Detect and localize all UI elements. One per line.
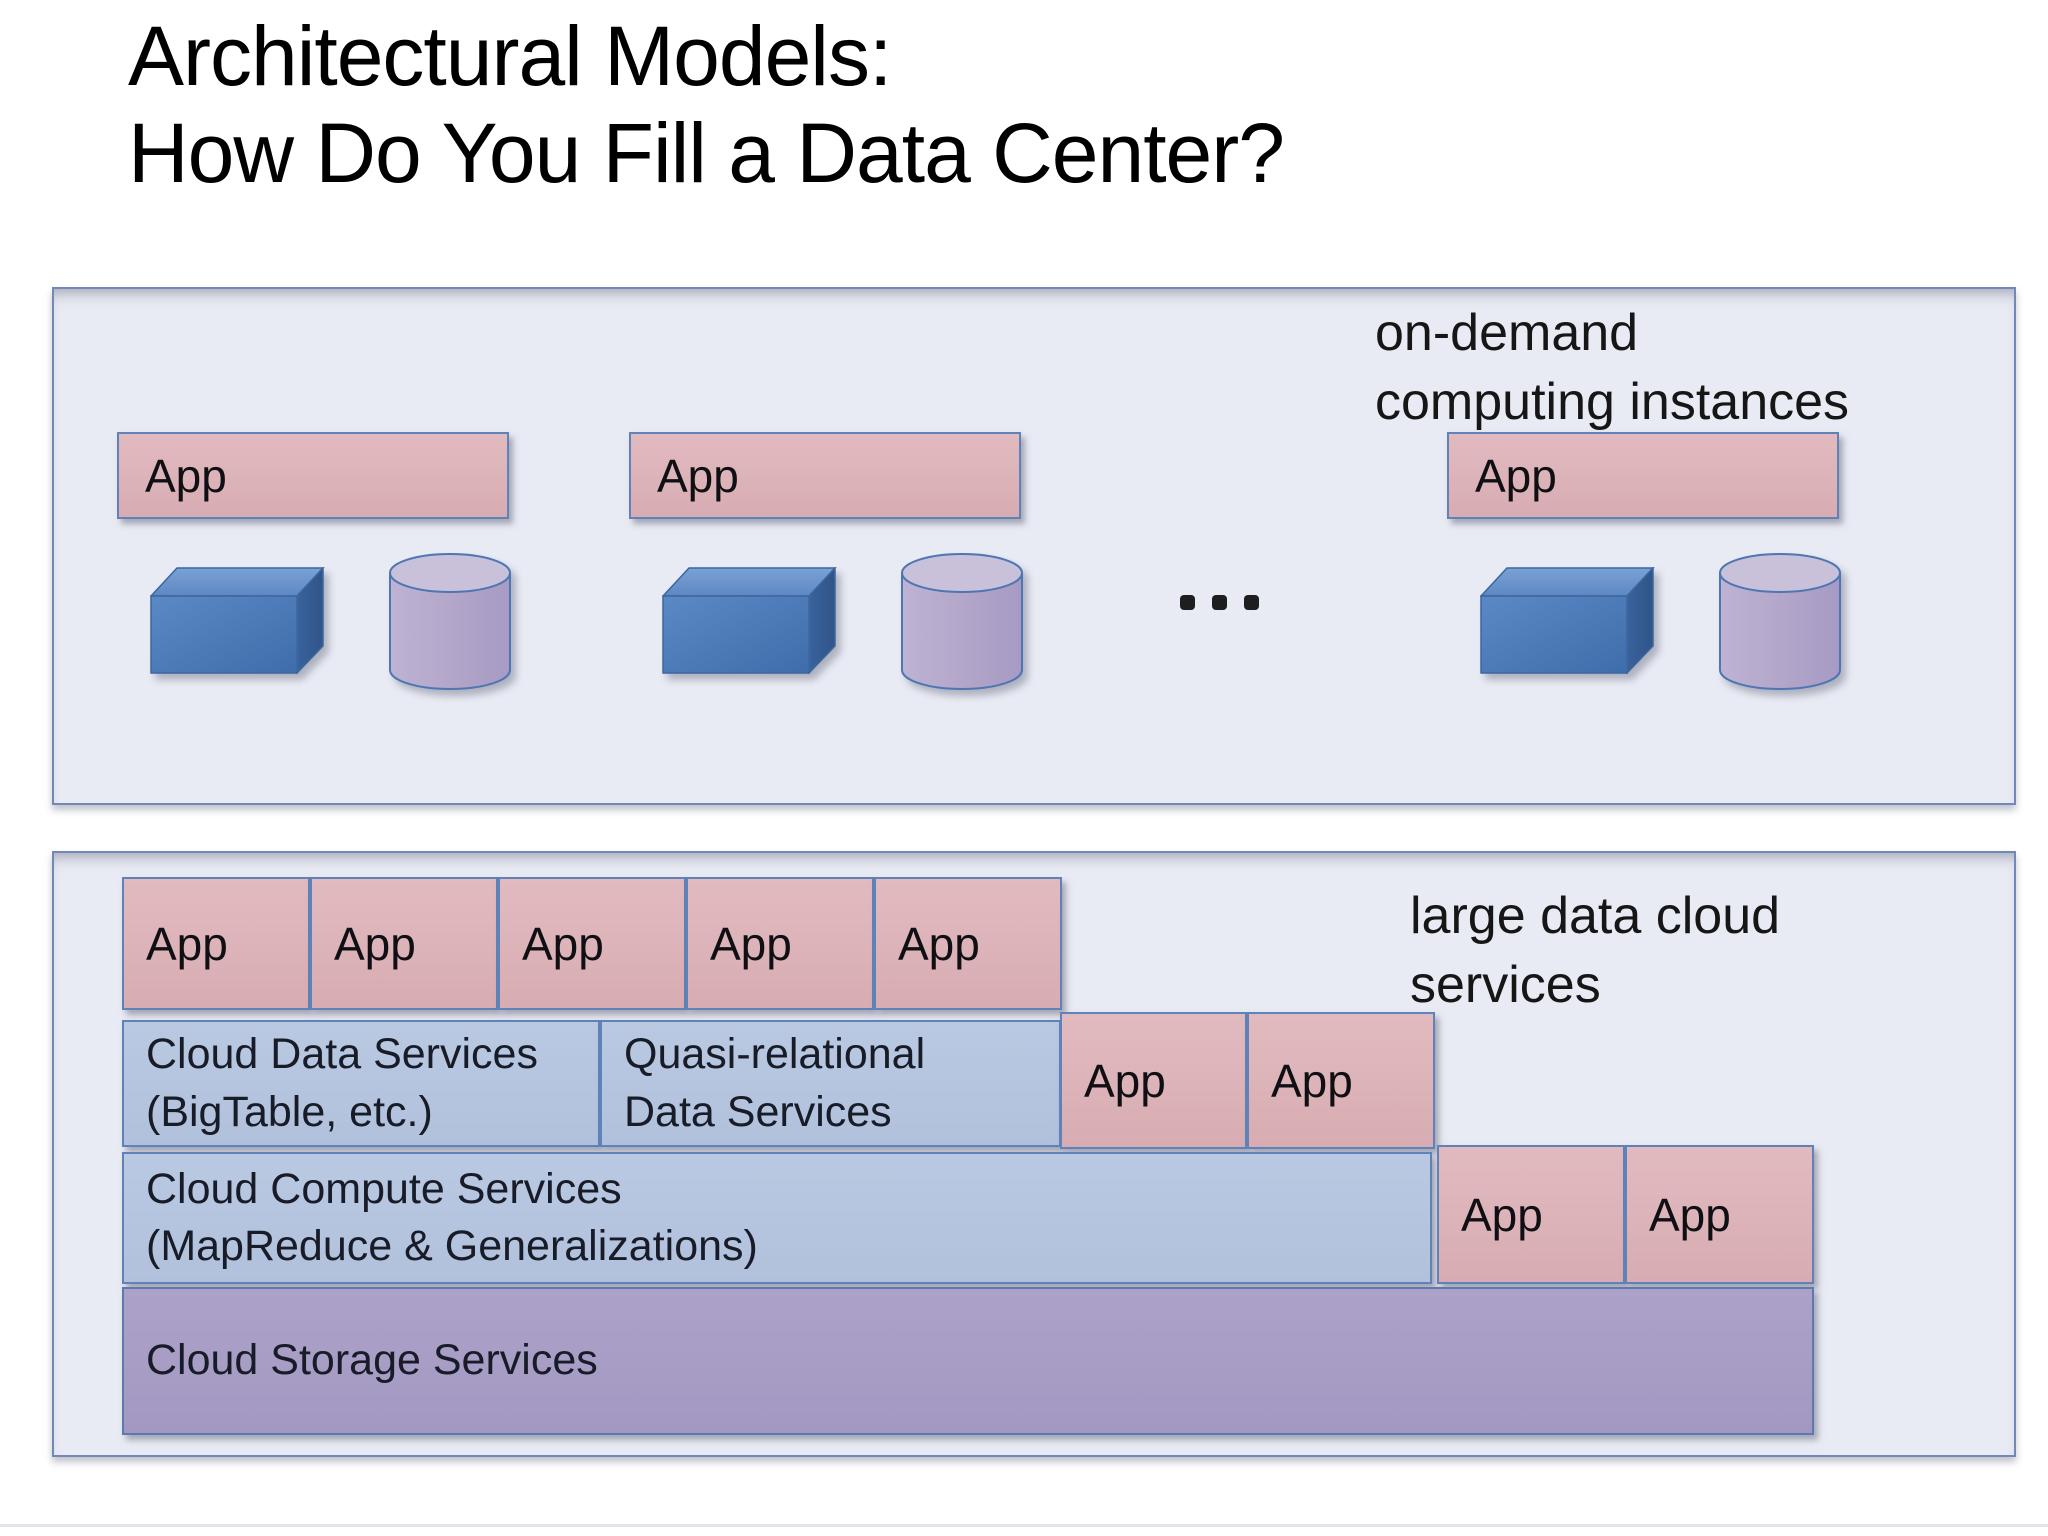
- app-label: App: [1461, 1188, 1543, 1241]
- annotation-line-2: computing instances: [1375, 372, 1850, 431]
- server-cube-icon: [150, 567, 325, 674]
- annotation-line-1: on-demand: [1375, 304, 1639, 362]
- app-label: App: [657, 449, 739, 502]
- ellipsis-dot: [1212, 595, 1227, 610]
- app-box: App: [874, 877, 1062, 1010]
- app-box: App: [122, 877, 310, 1010]
- storage-cylinder-icon: [1719, 553, 1841, 690]
- app-box: App: [1447, 432, 1839, 519]
- layer-label-line-2: (BigTable, etc.): [146, 1087, 433, 1136]
- app-box: App: [629, 432, 1021, 519]
- layer-cloud-data-services: Cloud Data Services (BigTable, etc.): [122, 1020, 600, 1147]
- app-box: App: [310, 877, 498, 1010]
- layer-label-line-1: Cloud Compute Services: [146, 1164, 622, 1213]
- slide-bottom-edge: [0, 1524, 2048, 1527]
- app-label: App: [334, 917, 416, 970]
- app-label: App: [1271, 1054, 1353, 1107]
- layer-label-line-2: (MapReduce & Generalizations): [146, 1222, 758, 1270]
- app-box: App: [1247, 1012, 1435, 1149]
- on-demand-annotation: on-demand computing instances: [1375, 299, 1849, 436]
- layer-cloud-compute-services: Cloud Compute Services (MapReduce & Gene…: [122, 1152, 1432, 1284]
- app-label: App: [1649, 1188, 1731, 1241]
- ellipsis-dot: [1180, 595, 1195, 610]
- server-cube-icon: [1480, 567, 1655, 674]
- app-label: App: [146, 917, 228, 970]
- app-box: App: [686, 877, 874, 1010]
- app-label: App: [898, 917, 980, 970]
- layer-label-line-1: Cloud Storage Services: [146, 1336, 598, 1385]
- ellipsis-dot: [1244, 595, 1259, 610]
- app-box: App: [1625, 1145, 1814, 1284]
- layer-label-line-2: Data Services: [624, 1087, 892, 1136]
- ellipsis-dots: [1180, 595, 1259, 610]
- app-box: App: [1060, 1012, 1247, 1149]
- app-label: App: [522, 917, 604, 970]
- on-demand-panel: on-demand computing instances App App: [52, 287, 2016, 805]
- annotation-line-1: large data cloud: [1410, 887, 1781, 945]
- app-label: App: [1475, 449, 1557, 502]
- title-line-1: Architectural Models:: [128, 9, 892, 103]
- storage-cylinder-icon: [901, 553, 1023, 690]
- server-cube-icon: [662, 567, 837, 674]
- layer-cloud-storage-services: Cloud Storage Services: [122, 1287, 1814, 1435]
- cloud-services-panel: large data cloud services App App App Ap…: [52, 851, 2016, 1457]
- page-title: Architectural Models: How Do You Fill a …: [128, 8, 1285, 203]
- title-line-2: How Do You Fill a Data Center?: [128, 106, 1285, 201]
- app-box: App: [1437, 1145, 1625, 1284]
- storage-cylinder-icon: [389, 553, 511, 690]
- app-label: App: [145, 449, 227, 502]
- app-box: App: [498, 877, 686, 1010]
- annotation-line-2: services: [1410, 955, 1601, 1014]
- app-label: App: [710, 917, 792, 970]
- layer-quasi-relational-data-services: Quasi-relational Data Services: [600, 1020, 1061, 1147]
- layer-label-line-1: Cloud Data Services: [146, 1030, 538, 1079]
- layer-label-line-1: Quasi-relational: [624, 1030, 926, 1079]
- app-box: App: [117, 432, 509, 519]
- cloud-services-annotation: large data cloud services: [1410, 882, 1780, 1019]
- app-label: App: [1084, 1054, 1166, 1107]
